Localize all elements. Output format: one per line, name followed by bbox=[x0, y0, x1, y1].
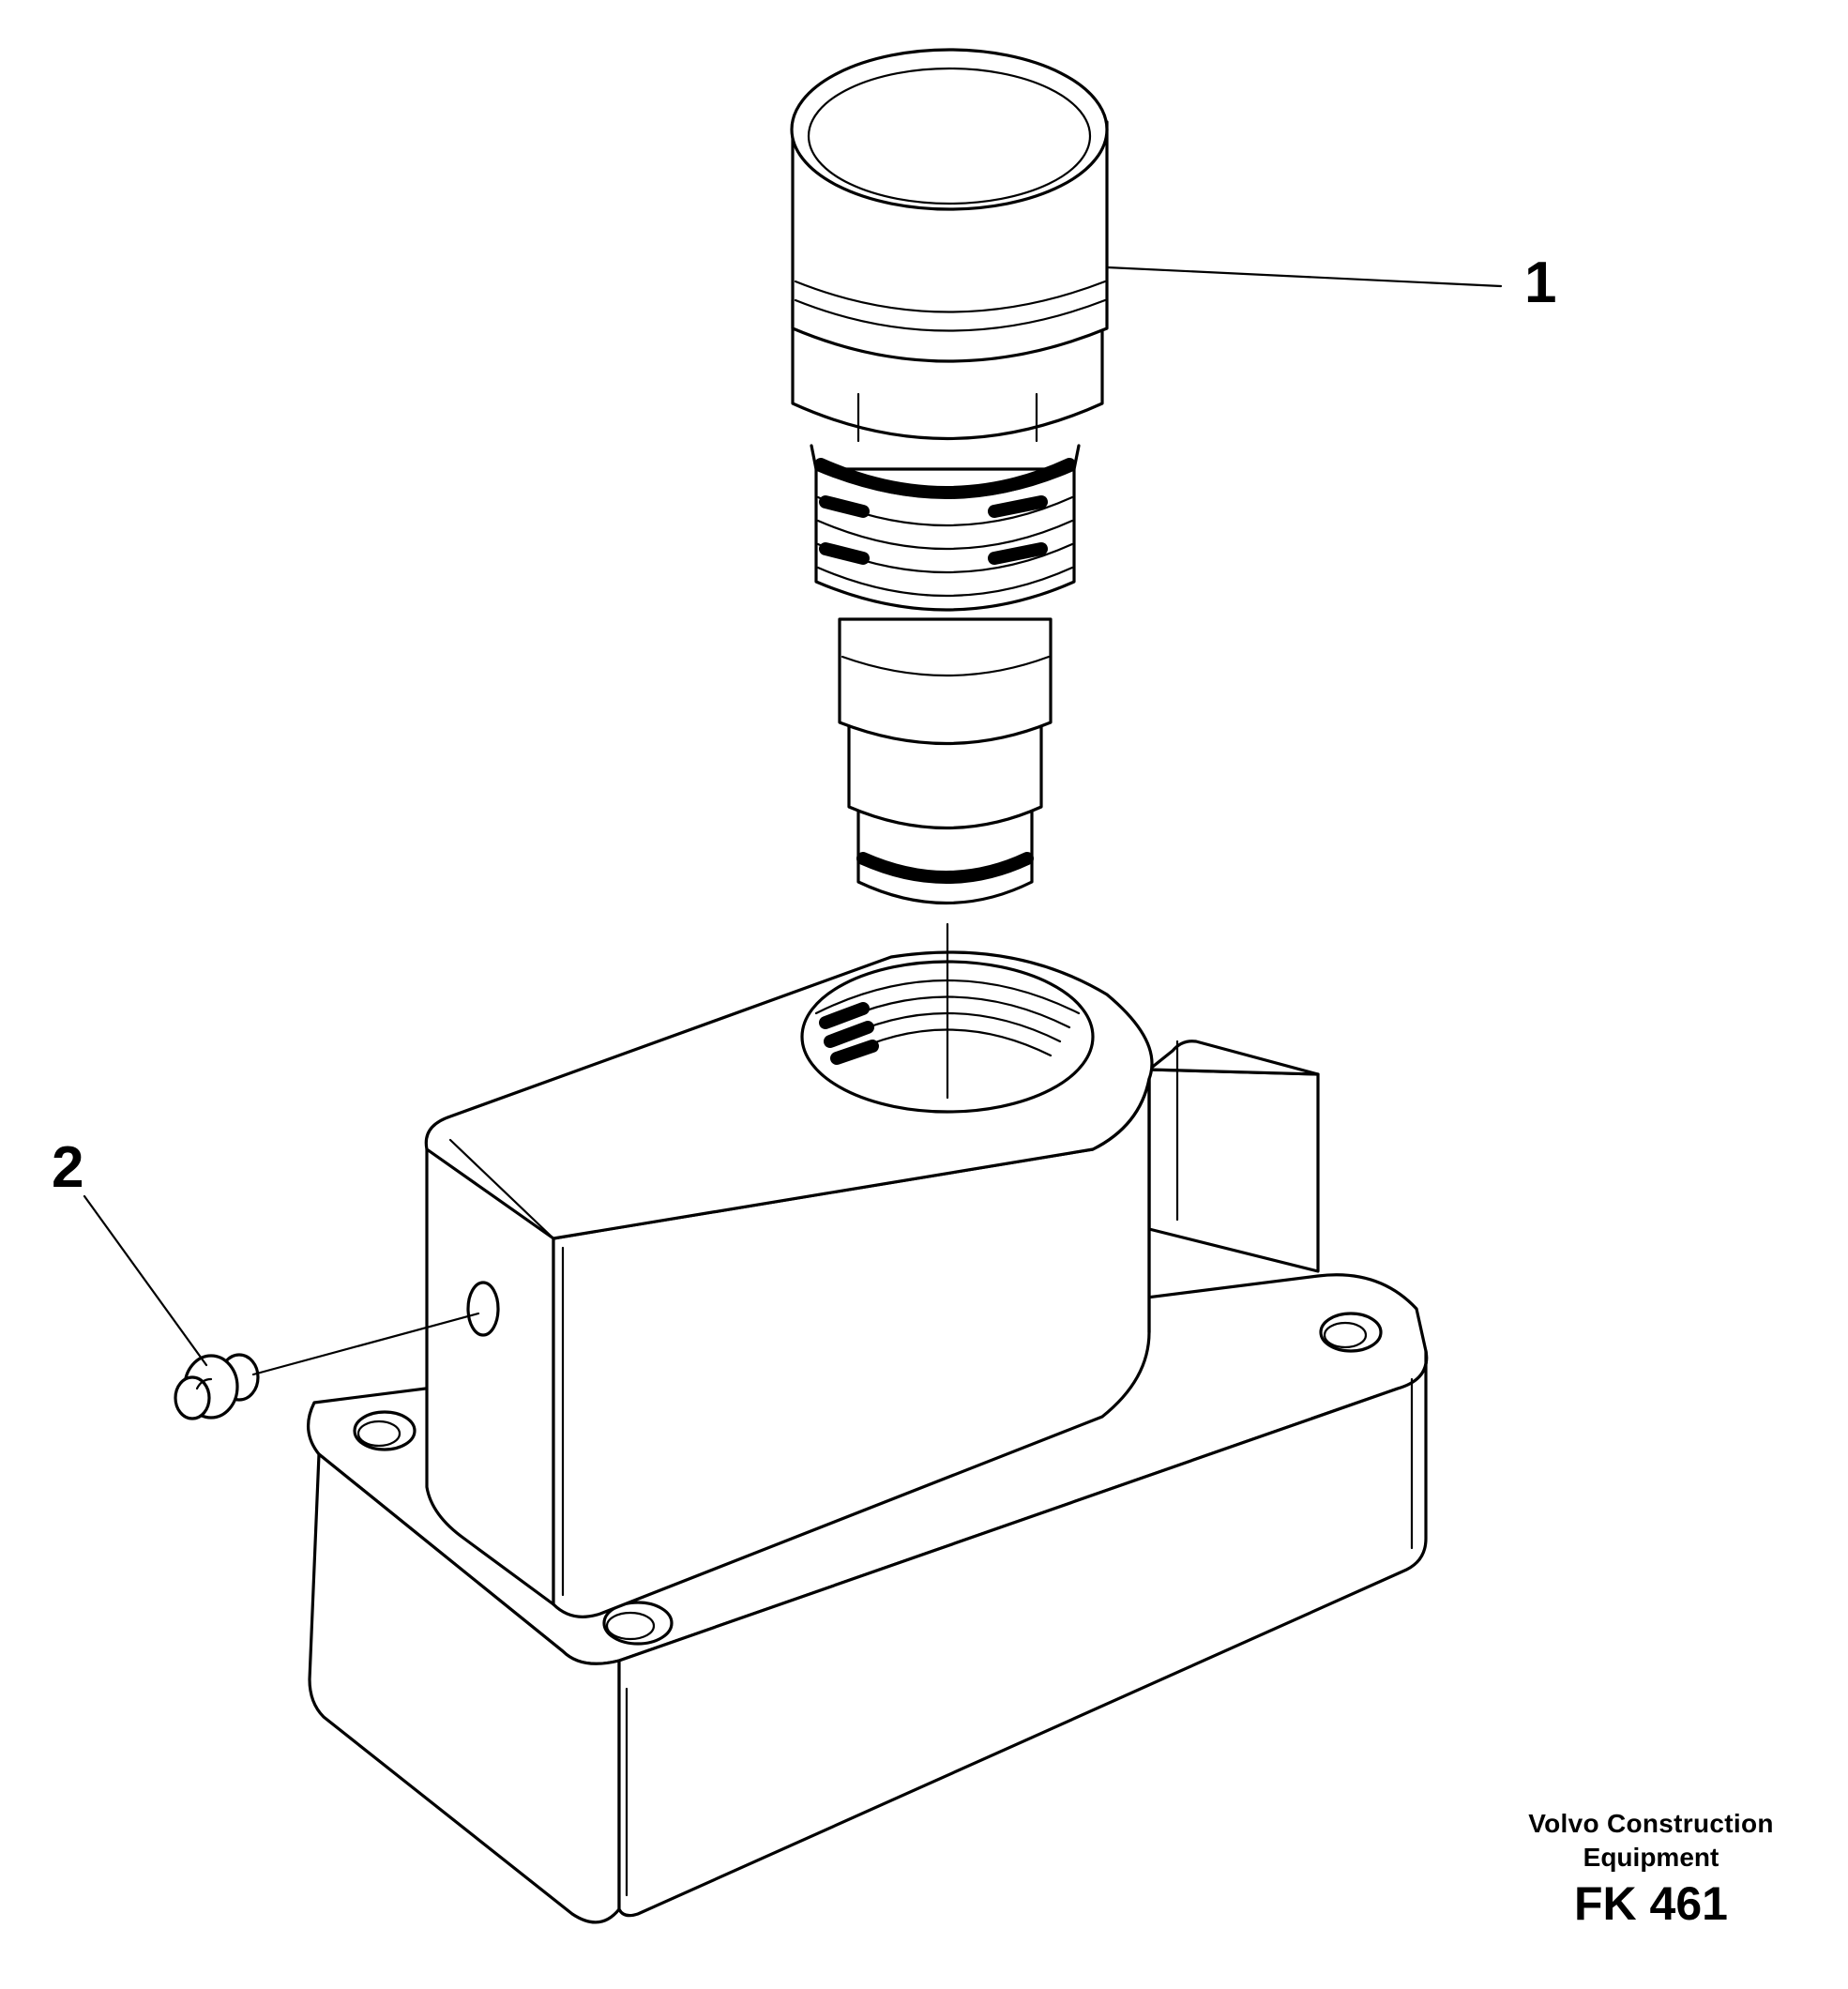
figure-code: FK 461 bbox=[1574, 1877, 1728, 1930]
brand-subtitle: Equipment bbox=[1583, 1843, 1719, 1872]
valve-housing bbox=[424, 950, 1154, 1618]
valve-block-rear bbox=[1147, 1040, 1320, 1273]
brand-name: Volvo Construction bbox=[1528, 1809, 1774, 1838]
plug bbox=[174, 1312, 480, 1420]
leader-line-2 bbox=[83, 1194, 208, 1367]
callout-1: 1 bbox=[1524, 251, 1556, 315]
cartridge-valve bbox=[790, 48, 1109, 1100]
callout-2: 2 bbox=[52, 1135, 83, 1200]
leader-line-1 bbox=[1105, 266, 1503, 288]
